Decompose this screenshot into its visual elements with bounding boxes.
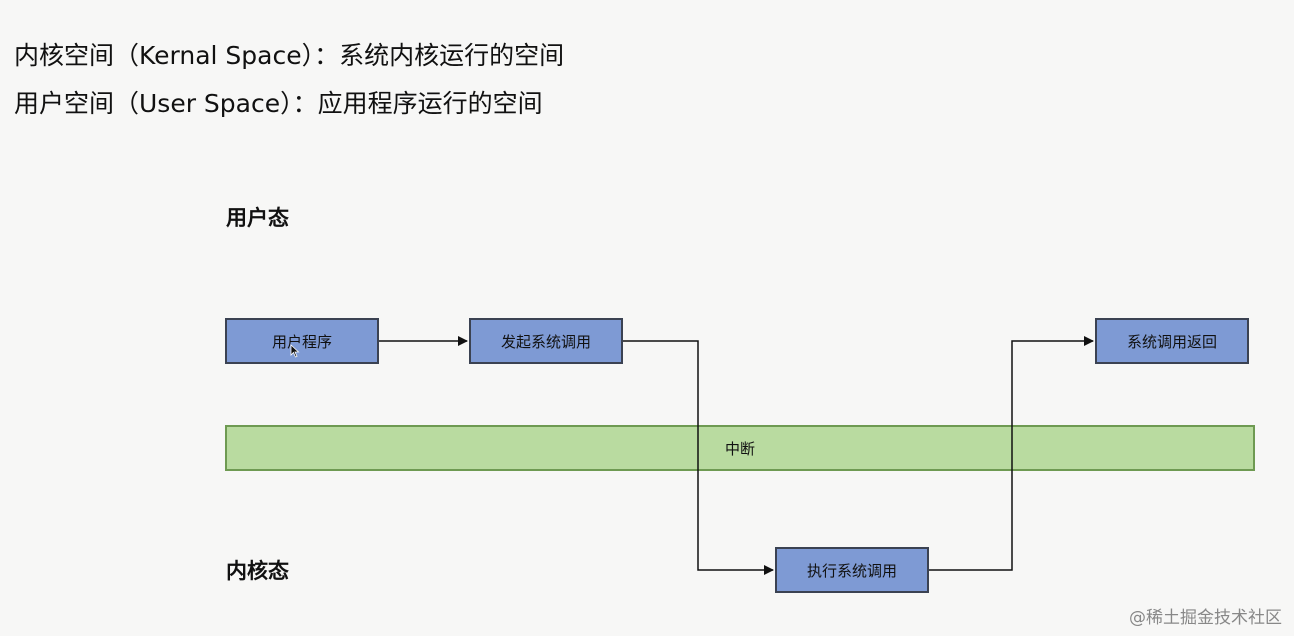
mouse-cursor-icon — [290, 344, 300, 358]
syscall-return-label: 系统调用返回 — [1126, 332, 1217, 351]
user-mode-label: 用户态 — [226, 206, 289, 230]
user-program-node: 用户程序 — [225, 318, 379, 364]
user-program-label: 用户程序 — [271, 332, 332, 351]
arrow-syscall-start-to-exec-syscall — [623, 340, 774, 575]
interrupt-band: 中断 — [225, 425, 1255, 471]
arrow-exec-syscall-to-syscall-return — [929, 336, 1094, 571]
user-space-definition: 用户空间（User Space）：应用程序运行的空间 — [14, 89, 543, 118]
interrupt-label: 中断 — [724, 439, 755, 458]
kernel-mode-label: 内核态 — [226, 559, 289, 583]
kernel-space-definition: 内核空间（Kernal Space）：系统内核运行的空间 — [14, 41, 565, 70]
syscall-return-node: 系统调用返回 — [1095, 318, 1249, 364]
syscall-start-node: 发起系统调用 — [469, 318, 623, 364]
exec-syscall-node: 执行系统调用 — [775, 547, 929, 593]
watermark: @稀土掘金技术社区 — [1129, 608, 1282, 628]
exec-syscall-label: 执行系统调用 — [806, 561, 897, 580]
syscall-start-label: 发起系统调用 — [500, 332, 591, 351]
